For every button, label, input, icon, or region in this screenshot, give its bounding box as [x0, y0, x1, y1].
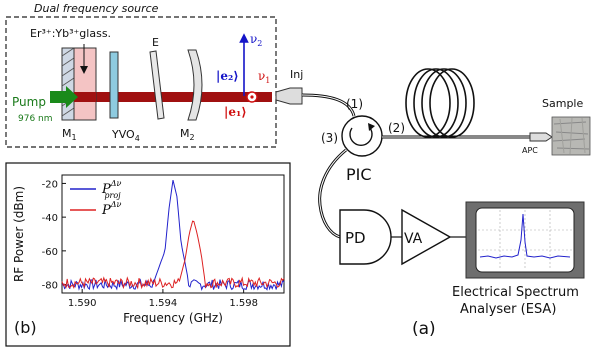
esa-label-line1: Electrical Spectrum [452, 285, 579, 300]
y-tick-label: -20 [42, 179, 58, 190]
pd-label: PD [345, 229, 366, 247]
circulator [341, 115, 383, 157]
photodiode [339, 209, 392, 265]
e2-label: |e₂⟩ [216, 69, 239, 83]
x-tick-label: 1.594 [149, 298, 178, 309]
port2-label: (2) [388, 121, 405, 135]
gain-medium [73, 47, 97, 121]
plot-area [61, 174, 285, 294]
chart-traces [61, 179, 285, 291]
m1-label: M1 [62, 127, 77, 142]
axes-ticks: 1.590 1.594 1.598 -20 -40 -60 -80 [42, 179, 258, 309]
esa-instrument [465, 201, 585, 279]
fiber-coil [405, 68, 475, 138]
circulator-label: PIC [346, 165, 372, 184]
yvo4-crystal [109, 51, 119, 119]
port3-label: (3) [321, 131, 338, 145]
y-tick-label: -60 [42, 247, 58, 258]
y-tick-label: -80 [42, 281, 58, 292]
dual-frequency-source: Dual frequency source Er³⁺:Yb³⁺glass. [5, 2, 277, 148]
x-tick-label: 1.590 [68, 298, 97, 309]
nu2-label: ν2 [250, 32, 262, 48]
panel-a-label: (a) [412, 319, 436, 339]
va-label: VA [404, 231, 423, 247]
etalon [149, 50, 165, 120]
legend-label-p: PΔν [101, 200, 122, 218]
source-title: Dual frequency source [34, 2, 159, 15]
y-tick-label: -40 [42, 213, 58, 224]
yvo4-label: YVO4 [111, 128, 140, 143]
sample-label: Sample [542, 97, 583, 110]
series-line-p [61, 220, 285, 290]
video-amplifier [401, 208, 452, 266]
fiber-setup: Inj PIC (1) (2) (3) APC Sample [275, 68, 591, 339]
pump-label: Pump [12, 95, 46, 109]
esa-label-line2: Analyser (ESA) [460, 302, 556, 317]
mirror-m2 [187, 49, 203, 121]
pump-wavelength: 976 nm [18, 114, 53, 124]
etalon-label: E [152, 36, 159, 49]
nu1-label: ν1 [258, 69, 270, 85]
inset-spectrum: 1.590 1.594 1.598 -20 -40 -60 -80 Frequency (G… [5, 162, 291, 347]
e1-label: |e₁⟩ [224, 105, 247, 119]
port1-label: (1) [346, 97, 363, 111]
inj-label: Inj [290, 68, 303, 81]
x-axis-label: Frequency (GHz) [123, 311, 223, 325]
y-axis-label: RF Power (dBm) [12, 186, 26, 282]
panel-b-label: (b) [14, 318, 37, 337]
apc-label: APC [522, 146, 538, 155]
apc-connector [529, 132, 553, 142]
laser-beam [66, 92, 272, 102]
mirror-m1 [61, 47, 75, 121]
gain-medium-label: Er³⁺:Yb³⁺glass. [30, 27, 111, 40]
sample [551, 116, 591, 156]
pump-arrow [50, 86, 78, 108]
m2-label: M2 [180, 127, 195, 142]
inj-connector [275, 87, 303, 105]
x-tick-label: 1.598 [229, 298, 258, 309]
